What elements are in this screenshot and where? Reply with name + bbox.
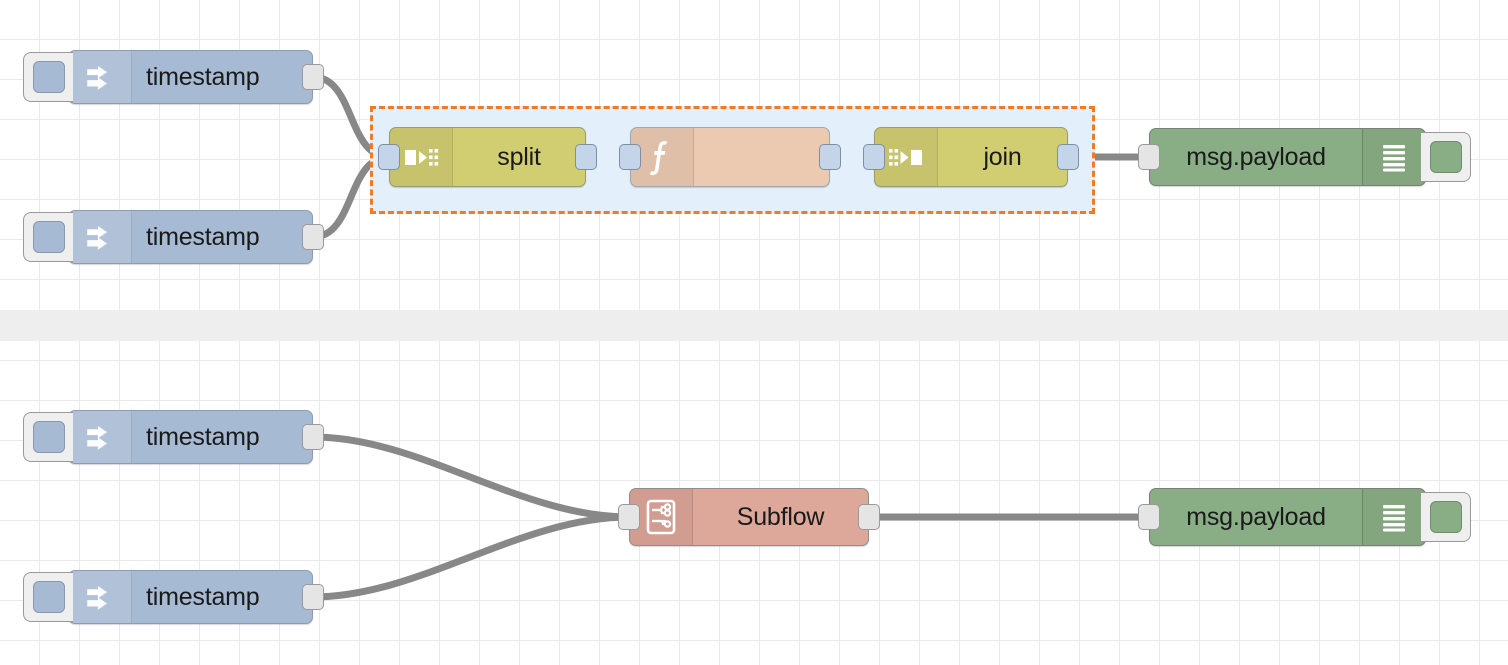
- inject-trigger-knob: [32, 581, 65, 613]
- input-port[interactable]: [1138, 144, 1160, 170]
- wire-inject4-to-subflow: [309, 513, 633, 601]
- node-label: timestamp: [146, 422, 260, 451]
- node-debug-msg-payload-1[interactable]: msg.payload: [1138, 128, 1471, 186]
- flow-divider: [0, 310, 1508, 341]
- debug-lines-icon: [1362, 129, 1425, 185]
- input-port[interactable]: [618, 504, 640, 530]
- inject-trigger-knob: [32, 421, 65, 453]
- node-label: Subflow: [736, 502, 825, 531]
- inject-arrow-icon: [69, 51, 132, 103]
- node-label: [694, 128, 829, 186]
- debug-toggle-button[interactable]: [1421, 492, 1471, 542]
- output-port[interactable]: [302, 424, 324, 450]
- flow-canvas-bottom[interactable]: timestamp timestamp: [0, 341, 1508, 665]
- join-icon: [875, 128, 938, 186]
- flow-canvas-top[interactable]: timestamp timestamp: [0, 0, 1508, 310]
- inject-arrow-icon: [69, 571, 132, 623]
- node-label: timestamp: [146, 222, 260, 251]
- function-f-icon: [631, 128, 694, 186]
- output-port[interactable]: [858, 504, 880, 530]
- node-label: join: [983, 142, 1022, 171]
- inject-trigger-button[interactable]: [23, 572, 73, 622]
- node-inject-timestamp-3[interactable]: timestamp: [23, 410, 324, 464]
- debug-toggle-knob: [1429, 501, 1462, 533]
- wire-inject3-to-subflow: [309, 433, 633, 521]
- node-debug-msg-payload-2[interactable]: msg.payload: [1138, 488, 1471, 546]
- debug-toggle-button[interactable]: [1421, 132, 1471, 182]
- output-port[interactable]: [575, 144, 597, 170]
- inject-trigger-knob: [32, 221, 65, 253]
- node-inject-timestamp-4[interactable]: timestamp: [23, 570, 324, 624]
- debug-toggle-knob: [1429, 141, 1462, 173]
- node-split[interactable]: split: [378, 127, 597, 187]
- node-inject-timestamp-2[interactable]: timestamp: [23, 210, 324, 264]
- split-icon: [390, 128, 453, 186]
- node-inject-timestamp-1[interactable]: timestamp: [23, 50, 324, 104]
- inject-trigger-button[interactable]: [23, 412, 73, 462]
- output-port[interactable]: [302, 584, 324, 610]
- node-join[interactable]: join: [863, 127, 1079, 187]
- output-port[interactable]: [1057, 144, 1079, 170]
- input-port[interactable]: [863, 144, 885, 170]
- node-label: split: [497, 142, 541, 171]
- inject-arrow-icon: [69, 411, 132, 463]
- inject-trigger-button[interactable]: [23, 212, 73, 262]
- node-label: timestamp: [146, 582, 260, 611]
- input-port[interactable]: [378, 144, 400, 170]
- debug-lines-icon: [1362, 489, 1425, 545]
- output-port[interactable]: [302, 224, 324, 250]
- inject-trigger-knob: [32, 61, 65, 93]
- output-port[interactable]: [819, 144, 841, 170]
- node-subflow[interactable]: Subflow: [618, 488, 880, 546]
- node-label: timestamp: [146, 62, 260, 91]
- inject-arrow-icon: [69, 211, 132, 263]
- node-label: msg.payload: [1186, 142, 1326, 171]
- output-port[interactable]: [302, 64, 324, 90]
- input-port[interactable]: [1138, 504, 1160, 530]
- input-port[interactable]: [619, 144, 641, 170]
- inject-trigger-button[interactable]: [23, 52, 73, 102]
- subflow-icon: [630, 489, 693, 545]
- node-label: msg.payload: [1186, 502, 1326, 531]
- node-function[interactable]: [619, 127, 841, 187]
